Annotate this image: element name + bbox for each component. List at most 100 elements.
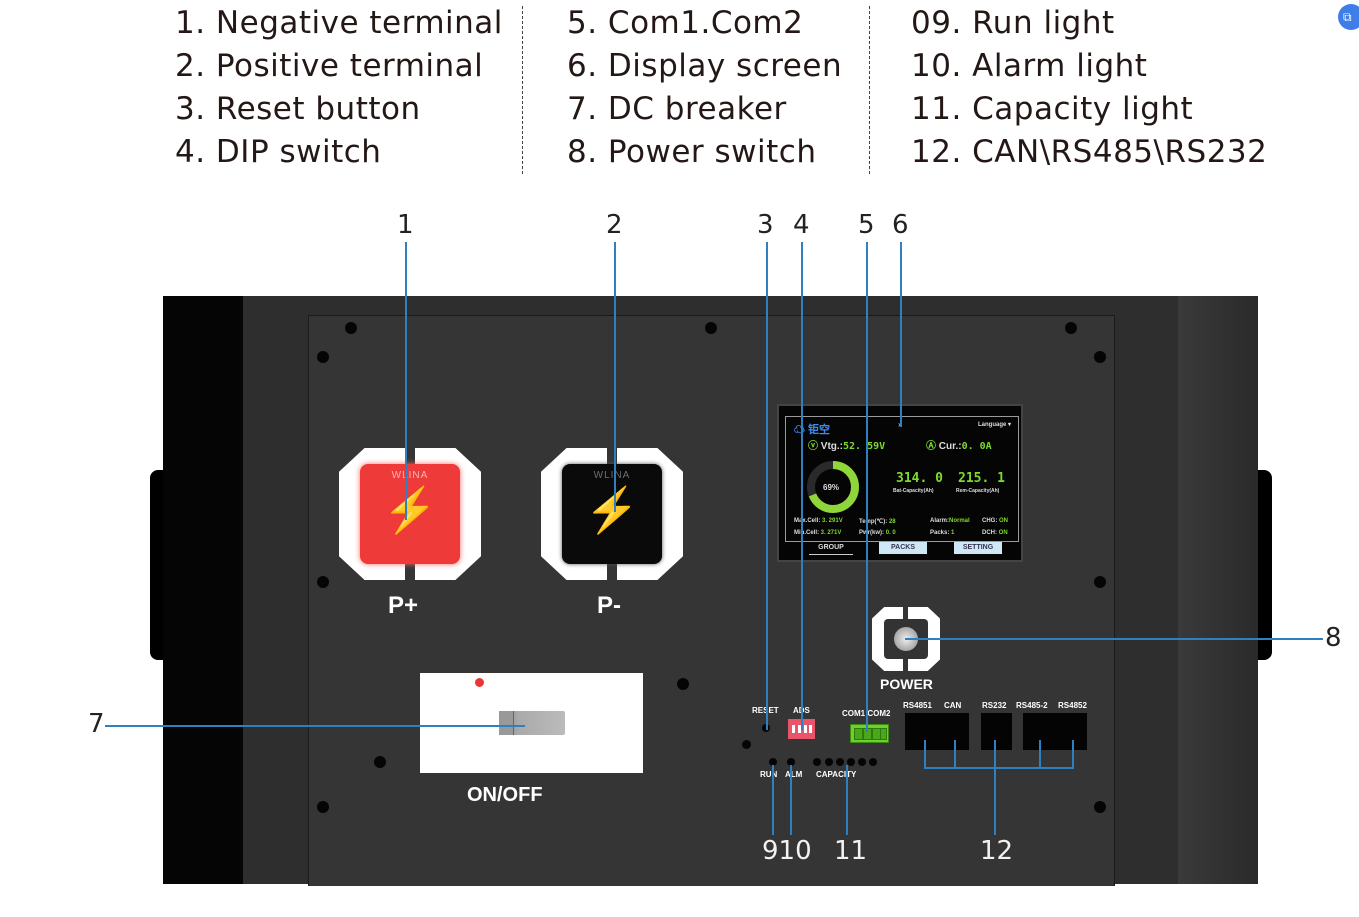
legend-item: 3. Reset button bbox=[175, 91, 421, 127]
legend-column-1: 1. Negative terminal 2. Positive termina… bbox=[175, 2, 503, 174]
callout-line bbox=[924, 740, 926, 768]
callout-4: 4 bbox=[793, 210, 810, 240]
callout-line bbox=[924, 767, 1074, 769]
cloud-logo-icon: ☁ 钜空 bbox=[794, 424, 831, 436]
legend-item: 12. CAN\RS485\RS232 bbox=[911, 134, 1268, 170]
callout-line bbox=[954, 740, 956, 768]
language-select[interactable]: Language ▾ bbox=[978, 422, 1012, 428]
chevron-right-icon: › bbox=[898, 420, 901, 429]
legend-item: 4. DIP switch bbox=[175, 134, 382, 170]
screw bbox=[677, 678, 689, 690]
lightning-icon: ⚡ bbox=[382, 486, 438, 535]
capacity-label: CAPACITY bbox=[816, 770, 857, 779]
callout-6: 6 bbox=[892, 210, 909, 240]
current-readout: Ⓐ Cur.:0. 0A bbox=[926, 441, 992, 452]
legend-item: 6. Display screen bbox=[567, 48, 843, 84]
negative-terminal[interactable]: WLINA ⚡ bbox=[541, 448, 683, 580]
lightning-icon: ⚡ bbox=[584, 486, 640, 535]
rem-capacity-label: Rem-Capacity(Ah) bbox=[956, 488, 1000, 494]
dc-breaker[interactable] bbox=[420, 673, 643, 773]
terminal-brand: WLINA bbox=[593, 470, 631, 481]
legend-divider bbox=[869, 6, 870, 174]
run-led bbox=[769, 758, 777, 766]
capacity-led bbox=[825, 758, 833, 766]
callout-line bbox=[900, 242, 902, 427]
screw bbox=[1094, 576, 1106, 588]
capacity-led bbox=[836, 758, 844, 766]
callout-line bbox=[1072, 740, 1074, 768]
capacity-led bbox=[858, 758, 866, 766]
bat-capacity-value: 314. 0 bbox=[896, 471, 943, 486]
negative-terminal-label: P- bbox=[597, 592, 621, 619]
legend-item: 1. Negative terminal bbox=[175, 5, 503, 41]
com-port[interactable] bbox=[850, 724, 889, 743]
callout-line bbox=[1039, 740, 1041, 768]
rs4851-can-port[interactable] bbox=[905, 713, 969, 750]
capacity-led bbox=[847, 758, 855, 766]
legend-item: 8. Power switch bbox=[567, 134, 817, 170]
screw bbox=[317, 351, 329, 363]
callout-5: 5 bbox=[858, 210, 875, 240]
port-label: RS232 bbox=[982, 701, 1007, 710]
terminal-brand: WLINA bbox=[391, 470, 429, 481]
tab-packs[interactable]: PACKS bbox=[879, 542, 927, 554]
alarm-label: ALM bbox=[785, 770, 803, 779]
screw bbox=[742, 740, 751, 749]
soc-gauge bbox=[807, 461, 859, 513]
rs485-2-port[interactable] bbox=[1023, 713, 1087, 750]
rs232-port[interactable] bbox=[981, 713, 1012, 750]
translate-icon[interactable]: ⧉ bbox=[1338, 4, 1359, 30]
bat-capacity-label: Bat-Capacity(Ah) bbox=[893, 488, 934, 494]
legend-item: 5. Com1.Com2 bbox=[567, 5, 804, 41]
callout-3: 3 bbox=[757, 210, 774, 240]
display-screen[interactable]: ☁ 钜空 › Language ▾ ⓥ Vtg.:52. 59V Ⓐ Cur.:… bbox=[777, 404, 1023, 562]
screw bbox=[317, 801, 329, 813]
screw bbox=[317, 576, 329, 588]
packs-readout: Packs: 1 bbox=[930, 530, 955, 536]
legend-item: 2. Positive terminal bbox=[175, 48, 484, 84]
callout-line bbox=[801, 242, 803, 730]
callout-7: 7 bbox=[88, 709, 105, 739]
callout-line bbox=[994, 740, 996, 835]
rem-capacity-value: 215. 1 bbox=[958, 471, 1005, 486]
port-label: RS485-2 bbox=[1016, 701, 1048, 710]
chg-readout: CHG: ON bbox=[982, 518, 1009, 524]
callout-2: 2 bbox=[606, 210, 623, 240]
battery-side-left bbox=[163, 296, 243, 884]
breaker-indicator bbox=[475, 678, 484, 687]
voltage-readout: ⓥ Vtg.:52. 59V bbox=[808, 441, 886, 452]
reset-label: RESET bbox=[752, 706, 779, 715]
run-label: RUN bbox=[760, 770, 778, 779]
legend-item: 10. Alarm light bbox=[911, 48, 1148, 84]
right-handle bbox=[1256, 470, 1272, 660]
port-label: RS4852 bbox=[1058, 701, 1087, 710]
min-cell-readout: Min.Cell: 3. 271V bbox=[794, 530, 842, 536]
callout-8: 8 bbox=[1325, 623, 1342, 653]
tab-group[interactable]: GROUP bbox=[809, 542, 853, 555]
breaker-label: ON/OFF bbox=[467, 784, 543, 806]
alarm-led bbox=[787, 758, 795, 766]
screw bbox=[1065, 322, 1077, 334]
soc-text: 69% bbox=[823, 483, 840, 492]
soc-arc bbox=[807, 461, 859, 513]
screw bbox=[345, 322, 357, 334]
callout-line bbox=[405, 242, 407, 520]
legend-divider bbox=[522, 6, 523, 174]
port-label: CAN bbox=[944, 701, 962, 710]
callout-line bbox=[105, 725, 525, 727]
callout-line bbox=[766, 242, 768, 730]
alarm-readout: Alarm:Normal bbox=[930, 518, 970, 524]
screw bbox=[374, 756, 386, 768]
dch-readout: DCH: ON bbox=[982, 530, 1008, 536]
capacity-led bbox=[813, 758, 821, 766]
tab-setting[interactable]: SETTING bbox=[954, 542, 1002, 554]
callout-line bbox=[790, 765, 792, 835]
legend-item: 7. DC breaker bbox=[567, 91, 787, 127]
callout-11: 11 bbox=[834, 836, 868, 866]
callout-line bbox=[772, 765, 774, 835]
legend-item: 09. Run light bbox=[911, 5, 1115, 41]
positive-terminal-label: P+ bbox=[388, 592, 419, 619]
positive-terminal[interactable]: WLINA ⚡ bbox=[339, 448, 481, 580]
callout-9-10: 910 bbox=[762, 836, 812, 866]
battery-side-right bbox=[1178, 296, 1258, 884]
